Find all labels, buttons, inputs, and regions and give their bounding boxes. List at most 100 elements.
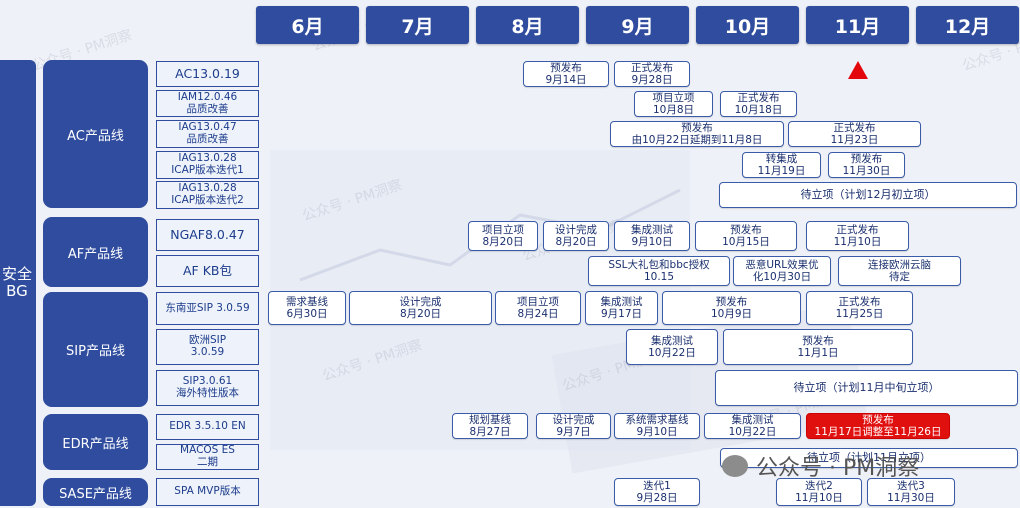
milestone-text: 系统需求基线 9月10日: [625, 413, 689, 438]
milestone-text: 预发布 11月1日: [797, 334, 839, 359]
milestone-box: 正式发布 11月25日: [806, 291, 913, 325]
product-label: 欧洲SIP 3.0.59: [156, 329, 259, 365]
milestone-box: 预发布 10月15日: [695, 221, 797, 251]
product-label: IAG13.0.28 ICAP版本迭代1: [156, 151, 259, 179]
product-text: MACOS ES 二期: [180, 444, 235, 468]
product-label: IAM12.0.46 品质改善: [156, 90, 259, 117]
milestone-box: 迭代2 11月10日: [776, 478, 862, 506]
product-label: NGAF8.0.47: [156, 219, 259, 251]
product-text: NGAF8.0.47: [170, 227, 245, 243]
product-text: AF KB包: [183, 263, 232, 279]
milestone-box: 连接欧洲云脑 待定: [838, 256, 961, 286]
milestone-box: 正式发布 11月10日: [806, 221, 909, 251]
milestone-text: 需求基线 6月30日: [286, 295, 328, 320]
milestone-box: 正式发布 10月18日: [720, 91, 797, 117]
milestone-text: 预发布 11月17日调整至11月26日: [814, 413, 942, 438]
product-text: 东南亚SIP 3.0.59: [165, 301, 250, 314]
milestone-text: 集成测试 9月10日: [631, 223, 673, 248]
product-label: IAG13.0.47 品质改善: [156, 120, 259, 148]
milestone-text: 正式发布 11月23日: [830, 121, 879, 146]
product-text: IAM12.0.46 品质改善: [177, 90, 238, 115]
wechat-icon: [722, 455, 748, 477]
milestone-box: SSL大礼包和bbc授权 10.15: [588, 256, 730, 286]
product-line-edr: EDR产品线: [43, 414, 148, 470]
milestone-text: 待立项（计划11月立项）: [807, 450, 931, 464]
product-text: 欧洲SIP 3.0.59: [188, 334, 227, 358]
current-time-marker-icon: [848, 61, 868, 79]
milestone-box: 正式发布 9月28日: [614, 61, 690, 87]
milestone-text: 迭代2 11月10日: [795, 479, 843, 504]
product-line-sase: SASE产品线: [43, 478, 148, 506]
milestone-text: 迭代1 9月28日: [636, 479, 678, 504]
milestone-box: 迭代3 11月30日: [867, 478, 955, 506]
milestone-text: 预发布 由10月22日延期到11月8日: [631, 121, 763, 146]
milestone-box: 预发布 10月9日: [662, 291, 801, 325]
milestone-box: 设计完成 8月20日: [349, 291, 492, 325]
product-label: SIP3.0.61 海外特性版本: [156, 370, 259, 406]
month-header: 8月: [476, 6, 579, 44]
product-text: IAG13.0.28 ICAP版本迭代1: [171, 152, 244, 176]
watermark-text: 公众号 · PM洞察: [756, 456, 920, 481]
milestone-text: 正式发布 11月25日: [835, 295, 884, 320]
milestone-text: 正式发布 9月28日: [631, 61, 673, 86]
product-line-af: AF产品线: [43, 217, 148, 287]
month-header: 7月: [366, 6, 469, 44]
milestone-text: SSL大礼包和bbc授权 10.15: [608, 258, 710, 283]
milestone-box: 迭代1 9月28日: [614, 478, 700, 506]
milestone-box: 待立项（计划11月立项）: [720, 448, 1018, 468]
milestone-box: 预发布 9月14日: [523, 61, 609, 87]
watermark-text: 公众号 · PM洞察: [300, 177, 405, 225]
milestone-box: 预发布 11月1日: [723, 329, 913, 365]
product-label: SPA MVP版本: [156, 478, 259, 506]
milestone-text: 设计完成 9月7日: [552, 413, 595, 438]
milestone-box: 设计完成 9月7日: [536, 413, 611, 439]
milestone-text: 预发布 10月15日: [722, 223, 770, 248]
milestone-text: 正式发布 11月10日: [833, 223, 882, 248]
milestone-text: 预发布 9月14日: [545, 61, 587, 86]
product-label: IAG13.0.28 ICAP版本迭代2: [156, 181, 259, 209]
milestone-box: 集成测试 10月22日: [626, 329, 718, 365]
product-line-sip: SIP产品线: [43, 292, 148, 407]
milestone-text: 设计完成 8月20日: [555, 223, 597, 248]
milestone-box: 设计完成 8月20日: [543, 221, 609, 251]
milestone-box: 正式发布 11月23日: [788, 121, 921, 147]
milestone-text: 迭代3 11月30日: [887, 479, 935, 504]
milestone-box: 集成测试 9月17日: [585, 291, 658, 325]
product-text: IAG13.0.47 品质改善: [178, 121, 237, 145]
milestone-box-highlighted: 预发布 11月17日调整至11月26日: [806, 413, 950, 439]
milestone-box: 规划基线 8月27日: [452, 413, 528, 439]
milestone-box: 项目立项 8月24日: [495, 291, 581, 325]
month-header: 6月: [256, 6, 359, 44]
milestone-text: 集成测试 10月22日: [728, 413, 777, 438]
product-line-ac: AC产品线: [43, 60, 148, 208]
milestone-text: 恶意URL效果优 化10月30日: [745, 258, 819, 283]
product-text: EDR 3.5.10 EN: [169, 420, 246, 433]
product-label: 东南亚SIP 3.0.59: [156, 292, 259, 325]
milestone-box: 预发布 11月30日: [828, 152, 905, 178]
watermark-logo: 公众号 · PM洞察: [722, 450, 919, 482]
bg-label: 安全 BG: [0, 60, 36, 506]
milestone-box: 预发布 由10月22日延期到11月8日: [610, 121, 784, 147]
milestone-text: 项目立项 8月24日: [517, 295, 559, 320]
milestone-text: 待立项（计划11月中旬立项）: [793, 380, 940, 394]
milestone-text: 规划基线 8月27日: [469, 413, 511, 438]
watermark-text: 公众号 · PM洞察: [320, 337, 425, 385]
milestone-text: 集成测试 9月17日: [600, 295, 643, 320]
milestone-box: 集成测试 10月22日: [704, 413, 801, 439]
milestone-box: 项目立项 8月20日: [468, 221, 538, 251]
milestone-text: 连接欧洲云脑 待定: [868, 258, 931, 283]
milestone-box: 待立项（计划11月中旬立项）: [715, 370, 1018, 406]
milestone-box: 恶意URL效果优 化10月30日: [733, 256, 831, 286]
milestone-text: 预发布 10月9日: [710, 295, 753, 320]
milestone-text: 集成测试 10月22日: [648, 334, 696, 359]
product-text: SPA MVP版本: [174, 485, 241, 498]
milestone-text: 正式发布 10月18日: [734, 91, 783, 116]
product-label: MACOS ES 二期: [156, 444, 259, 470]
milestone-text: 预发布 11月30日: [842, 152, 891, 177]
milestone-text: 转集成 11月19日: [757, 152, 806, 177]
month-header: 12月: [916, 6, 1019, 44]
milestone-box: 转集成 11月19日: [742, 152, 821, 178]
milestone-text: 设计完成 8月20日: [399, 295, 442, 320]
milestone-box: 集成测试 9月10日: [614, 221, 690, 251]
